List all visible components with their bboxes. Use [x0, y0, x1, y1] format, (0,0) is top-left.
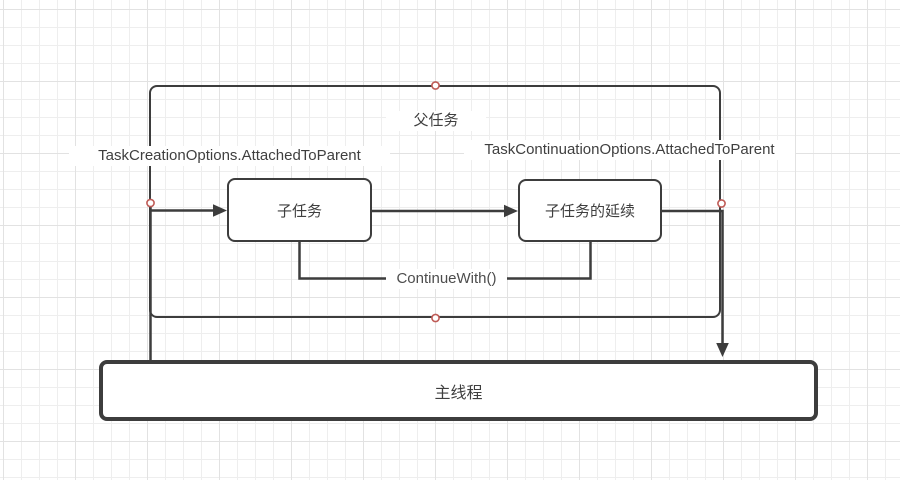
task-continuation-options-label: TaskContinuationOptions.AttachedToParent: [464, 140, 795, 160]
child-task-label: 子任务: [276, 202, 322, 220]
child-continuation-box: 子任务的延续: [518, 179, 662, 242]
task-creation-options-label: TaskCreationOptions.AttachedToParent: [69, 146, 390, 166]
main-thread-label: 主线程: [434, 384, 483, 402]
child-task-box: 子任务: [227, 178, 372, 242]
main-thread-box: 主线程: [99, 360, 818, 421]
child-continuation-label: 子任务的延续: [544, 203, 635, 220]
arrowhead-to-main-thread-icon: [716, 343, 729, 357]
parent-task-label: 父任务: [386, 111, 486, 131]
continue-with-label: ContinueWith(): [386, 269, 507, 289]
